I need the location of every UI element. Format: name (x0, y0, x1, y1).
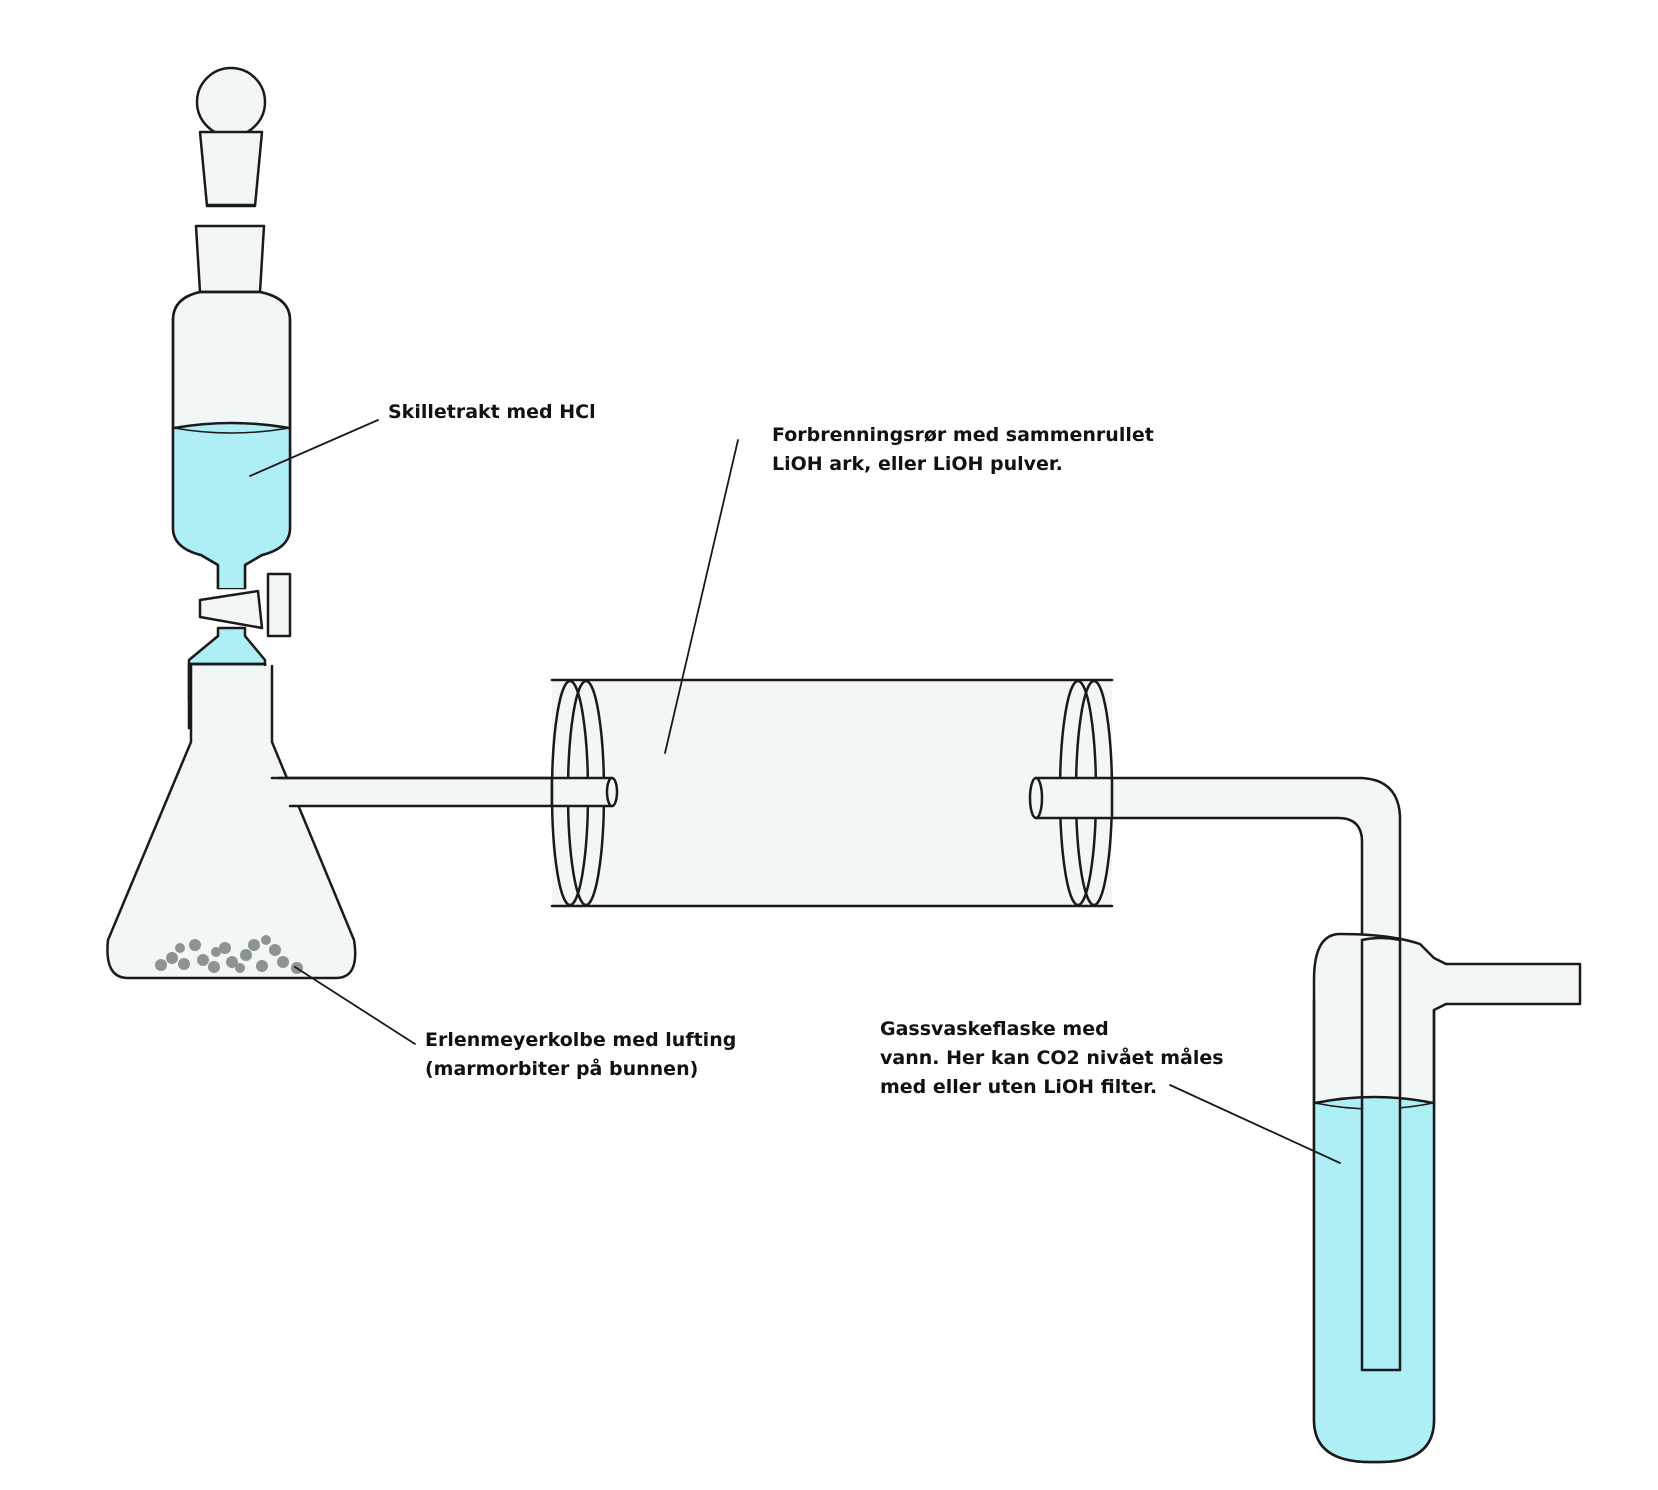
hcl-liquid (174, 423, 289, 588)
leader-tube (664, 439, 739, 754)
leader-flask (294, 966, 416, 1045)
label-flask-line1: Erlenmeyerkolbe med lufting (425, 1029, 737, 1051)
label-gas-washing-bottle: Gassvaskeflaske med vann. Her kan CO2 ni… (880, 1015, 1224, 1102)
leader-funnel (249, 419, 379, 477)
separatory-funnel (171, 224, 292, 590)
leader-washer (1169, 1084, 1341, 1164)
label-washer-line2: vann. Her kan CO2 nivået måles (880, 1047, 1224, 1069)
label-washer-line1: Gassvaskeflaske med (880, 1018, 1109, 1040)
leader-lines (249, 419, 1341, 1164)
erlenmeyer-flask (106, 664, 554, 980)
label-erlenmeyer-flask: Erlenmeyerkolbe med lufting (marmorbiter… (425, 1026, 736, 1084)
stopper (195, 66, 267, 208)
label-tube-line1: Forbrenningsrør med sammenrullet (772, 424, 1154, 446)
label-tube-line2: LiOH ark, eller LiOH pulver. (772, 453, 1063, 475)
label-funnel-text: Skilletrakt med HCl (388, 401, 596, 423)
label-combustion-tube: Forbrenningsrør med sammenrullet LiOH ar… (772, 421, 1154, 479)
label-flask-line2: (marmorbiter på bunnen) (425, 1058, 699, 1080)
stopcock (198, 572, 292, 638)
label-separatory-funnel: Skilletrakt med HCl (388, 398, 596, 427)
gas-washing-bottle (1312, 932, 1582, 1464)
combustion-tube (550, 678, 1116, 908)
label-washer-line3: med eller uten LiOH filter. (880, 1076, 1158, 1098)
